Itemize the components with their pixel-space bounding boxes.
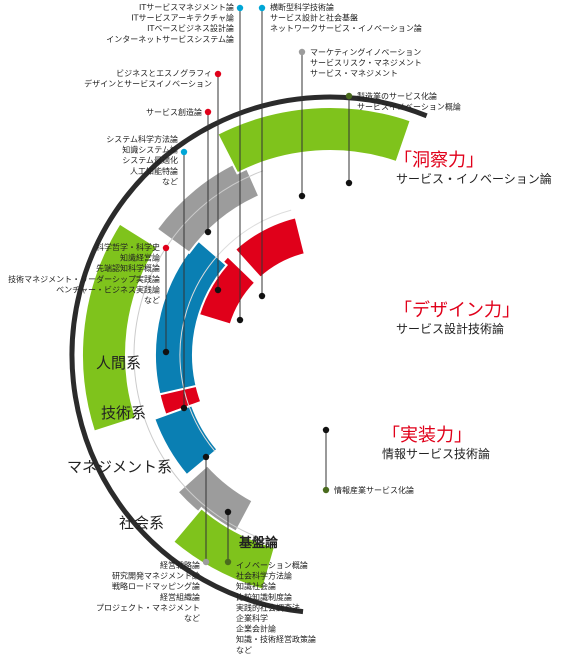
note-line: ビジネスとエスノグラフィ: [116, 68, 212, 78]
note-management-left: 経営戦略論研究開発マネジメント論戦略ロードマッピング論経営組織論プロジェクト・マ…: [96, 560, 200, 623]
note-line: ITベースビジネス設計論: [147, 23, 234, 33]
segment-green-insight: [216, 106, 413, 175]
connector-info-industry-end-dot: [322, 426, 330, 434]
note-line: 研究開発マネジメント論: [112, 571, 200, 581]
note-line: マーケティングイノベーション: [310, 47, 421, 57]
note-line: 企業会計論: [236, 624, 276, 634]
connector-manufacturing-end-dot: [345, 179, 353, 187]
connector-systems-science-end-dot: [180, 404, 188, 412]
note-line: 実践的社会調査法: [236, 602, 300, 612]
note-line: ネットワークサービス・イノベーション論: [270, 23, 422, 33]
note-line: 戦略ロードマッピング論: [112, 581, 200, 591]
label-management: マネジメント系: [67, 458, 172, 476]
foundation-arc: [69, 94, 428, 615]
note-manufacturing: 製造業のサービス化論サービスイノベーション概論: [357, 91, 461, 112]
note-line: 科学哲学・科学史: [96, 242, 160, 252]
note-line: サービス設計と社会基盤: [270, 13, 358, 23]
note-line: システム科学方法論: [106, 134, 178, 144]
capability-design-title: 「デザイン力」: [394, 300, 520, 321]
note-line: サービスリスク・マネジメント: [310, 59, 422, 68]
capability-implement-title: 「実装力」: [382, 425, 472, 446]
note-line: サービスイノベーション概論: [357, 102, 461, 112]
note-line: デザインとサービスイノベーション: [84, 79, 212, 89]
note-line: ITサービスマネジメント論: [139, 2, 234, 12]
label-tech: 技術系: [101, 404, 146, 422]
note-line: 知識社会論: [236, 581, 276, 591]
connector-management-end-dot: [202, 453, 210, 461]
connector-marketing-end-dot: [298, 192, 306, 200]
note-line: 社会科学方法論: [236, 571, 292, 581]
note-line: 技術マネジメント・リーダーシップ実践論: [8, 274, 160, 284]
segment-tech-low: [152, 403, 219, 477]
connector-lines: [162, 4, 353, 566]
connector-cross-tech-end-dot: [258, 292, 266, 300]
note-line: 企業科学: [236, 613, 268, 623]
note-line: 経営戦略論: [160, 560, 200, 570]
note-line: イノベーション概論: [236, 560, 308, 570]
note-line: 情報産業サービス化論: [334, 485, 414, 495]
note-line: ベンチャー・ビジネス実践論: [56, 284, 160, 294]
connector-business-ethno-dot: [214, 70, 222, 78]
note-line: ITサービスアーキテクチャ論: [131, 13, 234, 23]
capability-insight-title: 「洞察力」: [394, 150, 484, 171]
connector-marketing-dot: [298, 48, 306, 56]
note-business-ethno: ビジネスとエスノグラフィデザインとサービスイノベーション: [84, 68, 212, 89]
connector-service-creation-end-dot: [204, 228, 212, 236]
note-line: 知識システム論: [122, 145, 178, 155]
note-line: 人工知能特論: [130, 166, 178, 176]
note-line: サービス創造論: [146, 107, 202, 117]
connector-it-service-dot: [236, 4, 244, 12]
note-line: など: [236, 646, 252, 655]
note-line: 知識・技術経営政策論: [236, 634, 316, 644]
connector-info-industry-dot: [322, 486, 330, 494]
connector-social-dot: [224, 558, 232, 566]
note-systems-science: システム科学方法論知識システム論システム最適化人工知能特論など: [106, 134, 178, 186]
note-line: プロジェクト・マネジメント: [96, 603, 200, 612]
guide-arcs: [69, 94, 428, 615]
capability-insight-subtitle: サービス・イノベーション論: [396, 171, 552, 186]
connector-philosophy-end-dot: [162, 348, 170, 356]
segment-tech-design: [154, 238, 229, 396]
capability-design-subtitle: サービス設計技術論: [396, 321, 504, 336]
label-foundation: 基盤論: [238, 535, 279, 551]
note-line: システム最適化: [122, 155, 178, 165]
note-line: 知識経営論: [120, 253, 160, 263]
guide-arc-mid: [133, 170, 264, 538]
connector-philosophy-dot: [162, 244, 170, 252]
note-line: など: [184, 614, 200, 623]
note-line: 経営組織論: [160, 592, 200, 602]
note-social-right: イノベーション概論社会科学方法論知識社会論比較知識制度論実践的社会調査法企業科学…: [236, 560, 316, 655]
note-info-industry: 情報産業サービス化論: [334, 485, 414, 495]
guide-arc-inner: [179, 209, 292, 452]
segment-human-outer: [233, 216, 307, 280]
note-line: インターネットサービスシステム論: [106, 34, 234, 44]
segment-green-implement: [81, 222, 159, 433]
note-line: など: [162, 177, 178, 186]
note-line: サービス・マネジメント: [310, 69, 398, 78]
note-line: など: [144, 296, 160, 305]
connector-manufacturing-dot: [345, 92, 353, 100]
note-cross-tech: 横断型科学技術論サービス設計と社会基盤ネットワークサービス・イノベーション論: [270, 2, 422, 33]
connector-management-dot: [202, 558, 210, 566]
note-philosophy: 科学哲学・科学史知識経営論先端認知科学概論技術マネジメント・リーダーシップ実践論…: [8, 242, 160, 305]
segment-green-social: [171, 506, 277, 591]
label-human: 人間系: [96, 354, 141, 372]
connector-systems-science-dot: [180, 148, 188, 156]
note-line: 先端認知科学概論: [96, 263, 160, 273]
note-line: 比較知識制度論: [236, 592, 292, 602]
note-line: 横断型科学技術論: [270, 2, 334, 12]
note-line: 製造業のサービス化論: [357, 91, 437, 101]
connector-service-creation-dot: [204, 108, 212, 116]
connector-cross-tech-dot: [258, 4, 266, 12]
connector-social-end-dot: [224, 508, 232, 516]
capability-implement-subtitle: 情報サービス技術論: [382, 446, 490, 461]
note-marketing: マーケティングイノベーションサービスリスク・マネジメントサービス・マネジメント: [310, 47, 422, 78]
label-social: 社会系: [119, 514, 164, 532]
connector-it-service-end-dot: [236, 316, 244, 324]
note-service-creation: サービス創造論: [146, 107, 202, 117]
connector-business-ethno-end-dot: [214, 286, 222, 294]
